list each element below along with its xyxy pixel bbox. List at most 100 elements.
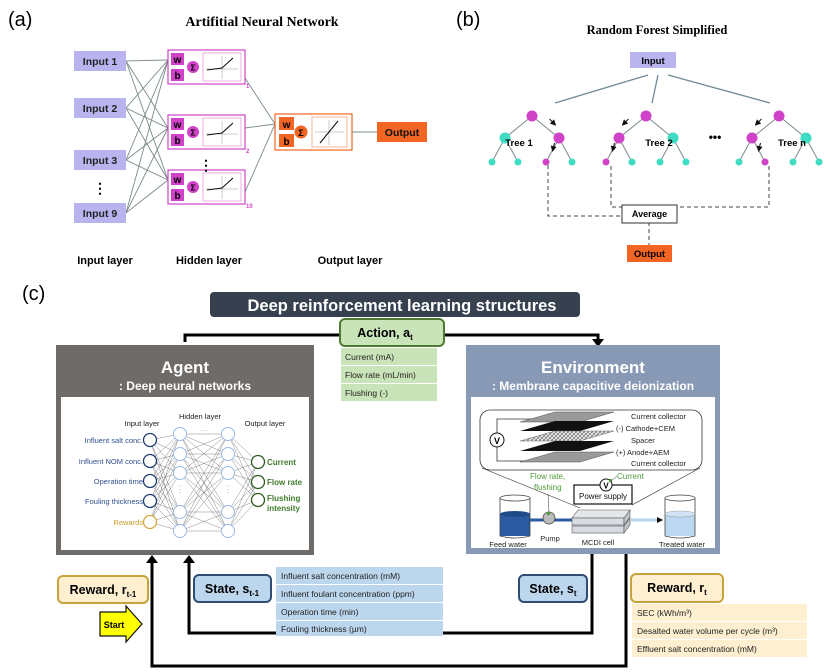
sum-icon: [187, 181, 199, 193]
ann-inputs: Input 1 Input 2 Input 3 ⋮ Input 9: [74, 51, 126, 223]
dnn-edge: [179, 433, 229, 513]
sum-icon: [187, 126, 199, 138]
ann-connection: [125, 127, 169, 214]
neuron-index: 10: [246, 204, 253, 210]
rf-average-box: [621, 204, 678, 224]
drl-banner-title: Deep reinforcement learning structures: [247, 297, 556, 315]
ann-connection: [125, 59, 169, 62]
neuron-sum: Σ: [190, 63, 195, 73]
dnn-edge: [179, 453, 229, 474]
rf-decision-node: [613, 132, 625, 144]
agent-title: Agent: [161, 358, 210, 377]
rf-tree: Tree 1: [488, 110, 576, 166]
dnn-ellipsis: ···: [200, 426, 208, 435]
reward-item: Effluent salt concentration (mM): [637, 644, 757, 654]
rf-leaf-node: [789, 158, 797, 166]
dnn-output-node: [250, 492, 266, 508]
mcdi-stack-callout: [479, 409, 703, 471]
state-item: Influent salt concentration (mM): [281, 571, 400, 581]
output-sum: Σ: [298, 128, 304, 138]
panel-a-label: (a): [8, 9, 32, 31]
agent-panel: Agent : Deep neural networks ⋮⋮··· Input…: [56, 345, 314, 555]
input-ellipsis: ⋮: [93, 180, 107, 196]
mcdi-cell-label: MCDI cell: [582, 538, 615, 547]
ann-connection: [125, 59, 169, 109]
rf-ellipsis: •••: [709, 130, 722, 144]
state-t-label: State, st: [529, 582, 576, 598]
sum-icon: [187, 61, 199, 73]
reward-prev-box: [57, 575, 149, 604]
dnn-edge: [179, 433, 229, 532]
rf-tree: Tree n: [735, 110, 823, 166]
dnn-input-layer-label: Input layer: [124, 419, 160, 428]
action-arrow-head: [592, 339, 604, 347]
rf-leaf-node: [568, 158, 576, 166]
state-item: Fouling thickness (µm): [281, 624, 367, 634]
dnn-hidden-node: [221, 524, 235, 538]
ann-connections: [125, 59, 169, 214]
panel-b-label: (b): [456, 9, 480, 31]
reward-prev-label: Reward, rt-1: [70, 583, 137, 599]
dnn-edge: [227, 499, 259, 532]
reward-t-box: [630, 573, 724, 603]
rf-path-arrow: [550, 142, 557, 152]
panel-c: (c) Deep reinforcement learning structur…: [22, 283, 807, 668]
sum-icon: [294, 125, 308, 139]
feed-water-label: Feed water: [489, 540, 527, 549]
rf-leaf-node: [628, 158, 636, 166]
rf-average-label: Average: [632, 209, 667, 219]
dnn-input-node: [142, 453, 158, 469]
reward-items: SEC (kWh/m³) Desalted water volume per c…: [632, 604, 807, 657]
rf-leaf-node: [735, 158, 743, 166]
rf-decision-node: [761, 158, 769, 166]
layer-label: Current collector: [631, 412, 687, 421]
ann-connection: [125, 59, 169, 214]
rf-decision-node: [773, 110, 785, 122]
rf-decision-node: [553, 132, 565, 144]
neuron-b: b: [174, 71, 180, 82]
dnn-input-node: [142, 493, 158, 509]
ann-connection: [125, 179, 169, 214]
feed-water-beaker: [499, 494, 531, 539]
current-label: Current: [617, 472, 644, 481]
action-items: Current (mA) Flow rate (mL/min) Flushing…: [341, 348, 437, 401]
input-node-2-label: Input 2: [83, 103, 118, 115]
dnn-hidden-node: [221, 447, 235, 461]
environment-panel: Environment : Membrane capacitive deioni…: [466, 345, 720, 554]
start-arrow: [99, 604, 143, 644]
environment-subtitle: : Membrane capacitive deionization: [492, 379, 694, 393]
rf-path-arrow: [610, 142, 617, 152]
hidden-layer-label: Hidden layer: [176, 255, 243, 267]
flushing-label: flushing: [534, 483, 562, 492]
dnn-hidden-node: [173, 524, 187, 538]
state-item: Influent foulant concentration (ppm): [281, 589, 415, 599]
ann-connection: [125, 127, 169, 161]
neuron-sum: Σ: [190, 128, 195, 138]
neuron-w: w: [173, 175, 182, 186]
rf-leaf-node: [815, 158, 823, 166]
dnn-output-layer-label: Output layer: [245, 419, 286, 428]
dnn-ellipsis: ⋮: [224, 484, 233, 494]
neuron-sum: Σ: [190, 183, 195, 193]
rf-leaf-node: [656, 158, 664, 166]
ann-connection: [125, 60, 169, 129]
panel-b-title: Random Forest Simplified: [587, 23, 728, 37]
state-items: Influent salt concentration (mM) Influen…: [276, 567, 443, 636]
output-layer-label: Output layer: [318, 255, 384, 267]
dnn-edge: [149, 433, 181, 523]
rf-leaf-node: [514, 158, 522, 166]
input-node-3: [74, 150, 126, 170]
dnn-hidden-layer-label: Hidden layer: [179, 412, 222, 421]
state-t-box: [518, 574, 588, 603]
reward-t-label: Reward, rt: [647, 581, 707, 597]
state-prev-box: [193, 574, 272, 603]
agent-subtitle: : Deep neural networks: [119, 379, 251, 393]
treated-water-beaker: [664, 494, 696, 539]
dnn-input-label: Rewards: [113, 518, 143, 527]
rf-input-connections: [554, 74, 771, 104]
